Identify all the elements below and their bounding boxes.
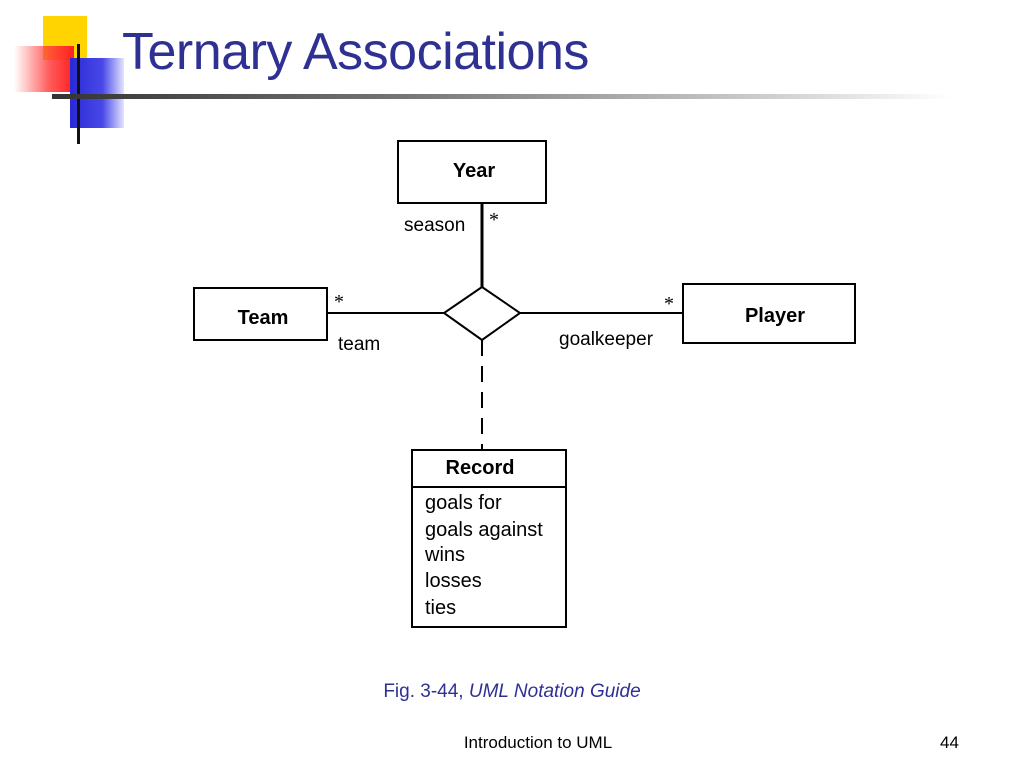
footer-title: Introduction to UML (463, 733, 613, 752)
class-player-name: Player (745, 305, 805, 327)
class-year-box (397, 140, 547, 204)
record-attribute: wins (424, 544, 465, 566)
class-record: Record goals for goals against wins loss… (411, 449, 567, 628)
role-season: season (404, 215, 465, 236)
class-player-box (682, 283, 856, 344)
multiplicity-player: * (664, 293, 674, 315)
record-attribute: goals for (425, 492, 502, 514)
class-team-box (193, 287, 328, 341)
caption-prefix: Fig. 3-44, (383, 681, 469, 702)
slide-title: Ternary Associations (122, 23, 589, 81)
title-underline (52, 94, 952, 99)
class-year: Year (397, 140, 547, 204)
multiplicity-team: * (334, 291, 344, 313)
role-team: team (338, 334, 380, 355)
multiplicity-year: * (489, 209, 499, 231)
association-diamond (442, 285, 522, 342)
class-player: Player (682, 283, 856, 344)
record-attribute: ties (425, 597, 456, 619)
page-number: 44 (940, 733, 959, 752)
class-team-name: Team (238, 307, 289, 329)
caption-source: UML Notation Guide (468, 681, 641, 702)
record-attribute: goals against (425, 519, 543, 541)
role-goalkeeper: goalkeeper (559, 329, 654, 350)
figure-caption: Fig. 3-44, UML Notation Guide (0, 681, 1024, 703)
decorative-red-square (14, 46, 74, 92)
class-record-name: Record (446, 457, 515, 479)
class-team: Team (193, 287, 328, 341)
class-record-box (411, 449, 567, 628)
class-year-name: Year (453, 160, 495, 182)
record-attribute: losses (425, 570, 482, 592)
